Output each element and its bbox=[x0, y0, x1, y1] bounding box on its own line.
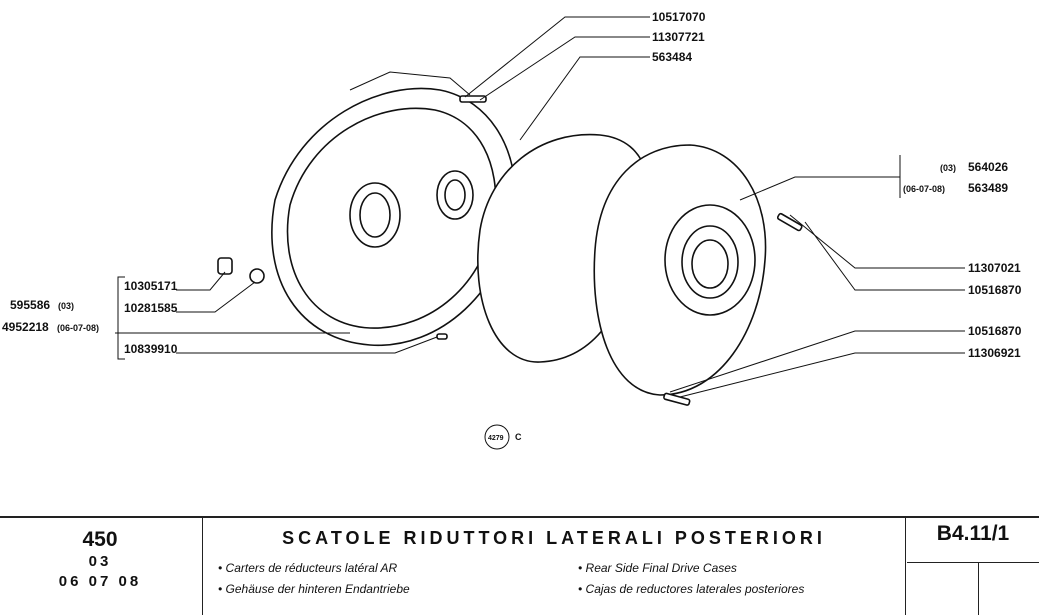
divider bbox=[907, 562, 1039, 563]
ref-right-1: 564026 bbox=[968, 160, 1008, 174]
right-housing-drawing bbox=[593, 144, 767, 396]
ref-left-1: 10305171 bbox=[124, 279, 178, 293]
subtitle-de: • Gehäuse der hinteren Endantriebe bbox=[218, 582, 410, 596]
ref-top-3: 563484 bbox=[652, 50, 692, 64]
assembly-2-part: 4952218 bbox=[2, 320, 49, 334]
ref-left-3: 10839910 bbox=[124, 342, 178, 356]
page-index: /1 bbox=[991, 522, 1010, 545]
exploded-parts-diagram: 10517070 11307721 563484 (03) 564026 (06… bbox=[2, 10, 1022, 450]
ref-right-2: 563489 bbox=[968, 181, 1008, 195]
variant-right-1: (03) bbox=[940, 163, 956, 173]
leader-lines bbox=[115, 16, 965, 450]
model-block: 450 03 06 07 08 bbox=[0, 528, 200, 592]
divider bbox=[978, 562, 979, 615]
variant-line-1: 03 bbox=[88, 553, 112, 570]
ref-lower-2: 11306921 bbox=[968, 346, 1021, 360]
subtitle-es: • Cajas de reductores laterales posterio… bbox=[578, 582, 805, 596]
subtitle-en: • Rear Side Final Drive Cases bbox=[578, 561, 737, 575]
left-housing-drawing bbox=[271, 71, 517, 346]
small-parts-drawing bbox=[217, 95, 803, 406]
figure-number: 4279 bbox=[488, 435, 504, 442]
ref-top-2: 11307721 bbox=[652, 30, 705, 44]
assembly-2-variant: (06-07-08) bbox=[57, 323, 99, 333]
ref-lower-1: 10516870 bbox=[968, 324, 1022, 338]
divider bbox=[202, 518, 203, 615]
title-block: 450 03 06 07 08 SCATOLE RIDUTTORI LATERA… bbox=[0, 516, 1039, 615]
assembly-1-variant: (03) bbox=[58, 301, 74, 311]
ref-bolt-1: 11307021 bbox=[968, 261, 1021, 275]
figure-suffix: C bbox=[515, 432, 522, 442]
assembly-1-part: 595586 bbox=[10, 298, 50, 312]
subtitle-fr: • Carters de réducteurs latéral AR bbox=[218, 561, 398, 575]
ref-left-2: 10281585 bbox=[124, 301, 178, 315]
ref-top-1: 10517070 bbox=[652, 10, 706, 24]
model-number: 450 bbox=[82, 528, 118, 551]
page-code: B4.11/1 bbox=[907, 522, 1039, 546]
divider bbox=[905, 518, 906, 615]
variant-line-2: 06 07 08 bbox=[58, 573, 142, 590]
variant-right-2: (06-07-08) bbox=[903, 184, 945, 194]
page-code-main: B4.11 bbox=[936, 522, 992, 545]
section-title: SCATOLE RIDUTTORI LATERALI POSTERIORI bbox=[282, 528, 826, 548]
ref-bolt-2: 10516870 bbox=[968, 283, 1022, 297]
